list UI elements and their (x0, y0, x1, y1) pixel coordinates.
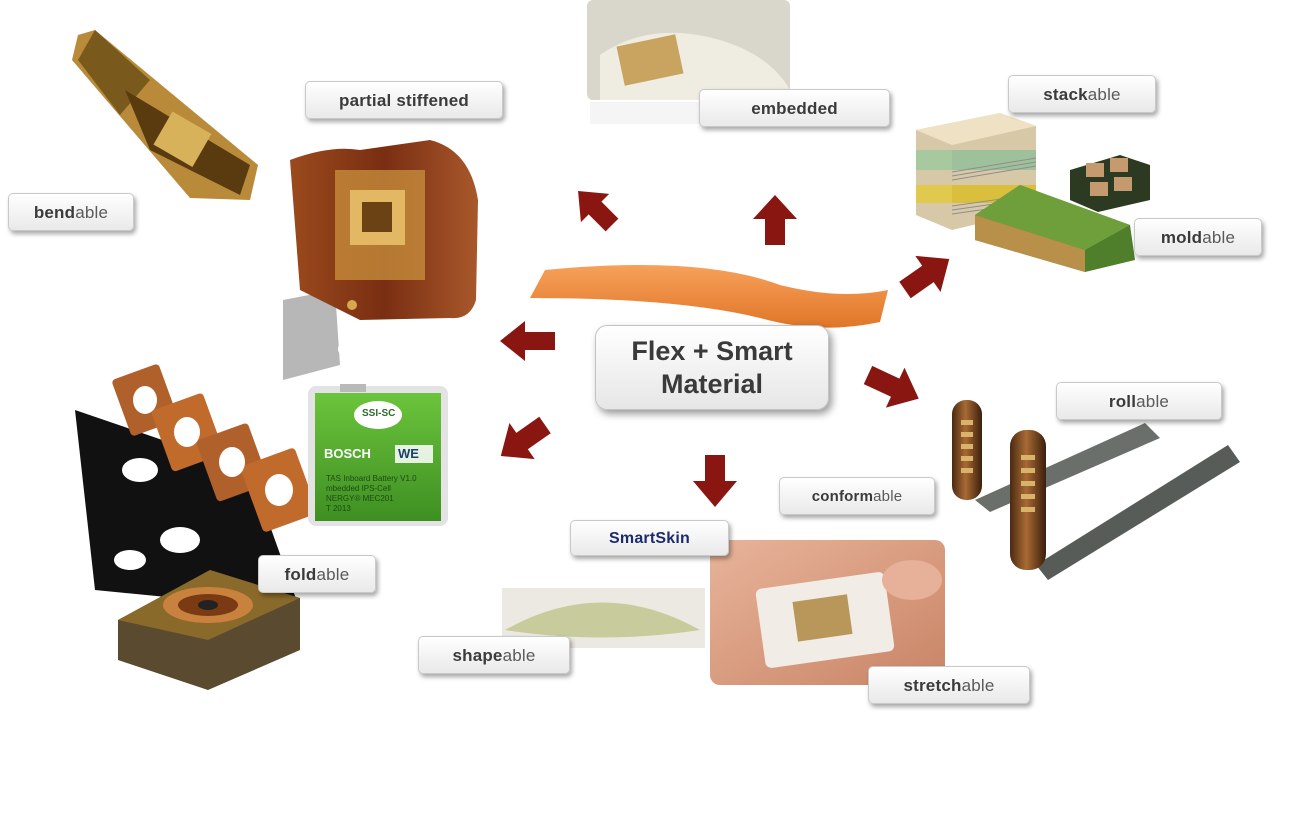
label-stackable-weak: able (1087, 85, 1121, 104)
label-embedded: embedded (699, 89, 890, 127)
label-moldable-strong: mold (1160, 228, 1203, 247)
label-partial-stiffened: partial stiffened (305, 81, 503, 119)
label-foldable-weak: able (316, 565, 350, 584)
battery-logo-ssi: SSI-SC (362, 408, 396, 419)
battery-card-text: SSI-SC BOSCH WE TAS Inboard Battery V1.0… (318, 404, 442, 522)
label-conformable: conformable (779, 477, 935, 515)
center-title-line1: Flex + Smart (631, 336, 793, 366)
fold-panels (112, 364, 318, 532)
label-stretchable-weak: able (961, 676, 995, 695)
label-foldable-strong: fold (284, 565, 317, 584)
arrow-right-down (863, 365, 919, 408)
label-rollable-strong: roll (1108, 392, 1137, 411)
arrow-up-right (899, 255, 950, 299)
rollable-image (952, 400, 1240, 580)
arrow-left (500, 321, 555, 361)
arrow-down (693, 455, 737, 507)
roll-contacts (961, 420, 1035, 512)
label-shapeable-strong: shape (452, 646, 503, 665)
label-moldable: moldable (1134, 218, 1262, 256)
flex-substrate (530, 265, 888, 328)
battery-logo-we: WE (398, 446, 419, 461)
battery-logo-bosch: BOSCH (324, 446, 371, 461)
battery-text-1: TAS Inboard Battery V1.0 (326, 474, 417, 483)
battery-text-3: NERGY® MEC201 (326, 494, 394, 503)
partial-stiffened-image (283, 140, 478, 380)
label-conformable-weak: able (873, 488, 903, 505)
label-foldable: foldable (258, 555, 376, 593)
center-title-box: Flex + Smart Material (595, 325, 829, 410)
foldable-image (75, 364, 318, 690)
label-moldable-weak: able (1202, 228, 1236, 247)
label-stackable-strong: stack (1043, 85, 1088, 104)
center-title-line2: Material (660, 369, 764, 399)
bendable-flex-image (72, 30, 258, 200)
label-rollable: rollable (1056, 382, 1222, 420)
label-shapeable: shapeable (418, 636, 570, 674)
label-bendable-strong: bend (33, 203, 76, 222)
label-smartskin: SmartSkin (570, 520, 729, 556)
arrow-up-left (578, 191, 619, 232)
arrow-down-left (500, 416, 551, 460)
arrow-up (753, 195, 797, 245)
label-stretchable: stretchable (868, 666, 1030, 704)
stackable-image (916, 113, 1037, 230)
moldable-image (975, 155, 1150, 272)
arrows (500, 191, 950, 507)
battery-text-2: mbedded IPS-Cell (326, 484, 391, 493)
label-bendable: bendable (8, 193, 134, 231)
battery-text-4: T 2013 (326, 504, 351, 513)
stretchable-image (710, 540, 945, 685)
label-bendable-weak: able (75, 203, 109, 222)
label-stackable: stackable (1008, 75, 1156, 113)
label-stretchable-strong: stretch (903, 676, 962, 695)
label-conformable-strong: conform (811, 488, 874, 505)
label-rollable-weak: able (1136, 392, 1170, 411)
battery-card (308, 384, 448, 526)
label-shapeable-weak: able (502, 646, 536, 665)
